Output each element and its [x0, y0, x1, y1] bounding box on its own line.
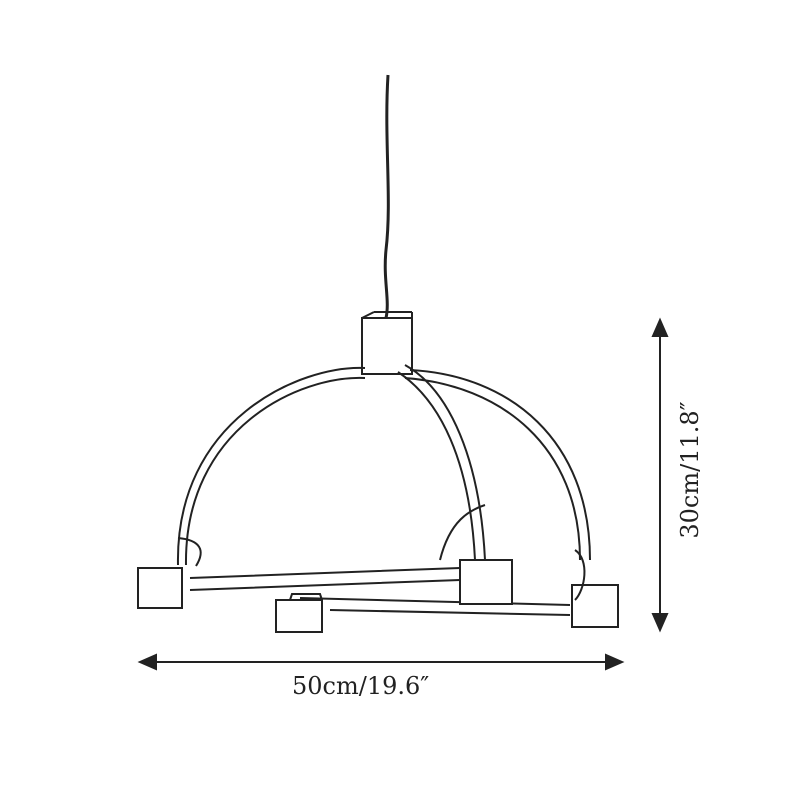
- corner-block-front: [459, 559, 513, 605]
- corner-block-left: [137, 567, 183, 609]
- corner-block-bottom: [275, 599, 323, 633]
- corner-block-right: [571, 584, 619, 628]
- frame-bar: [189, 567, 461, 591]
- inner-arc: [404, 364, 486, 561]
- top-block: [361, 317, 413, 375]
- arrow-left-icon: [137, 653, 157, 671]
- outer-arc: [176, 366, 366, 566]
- arrow-down-icon: [651, 613, 669, 633]
- width-label: 50cm/19.6″: [292, 672, 430, 700]
- hanging-cord: [383, 74, 390, 319]
- height-label: 30cm/11.8″: [676, 401, 704, 539]
- arrow-up-icon: [651, 317, 669, 337]
- arrow-right-icon: [605, 653, 625, 671]
